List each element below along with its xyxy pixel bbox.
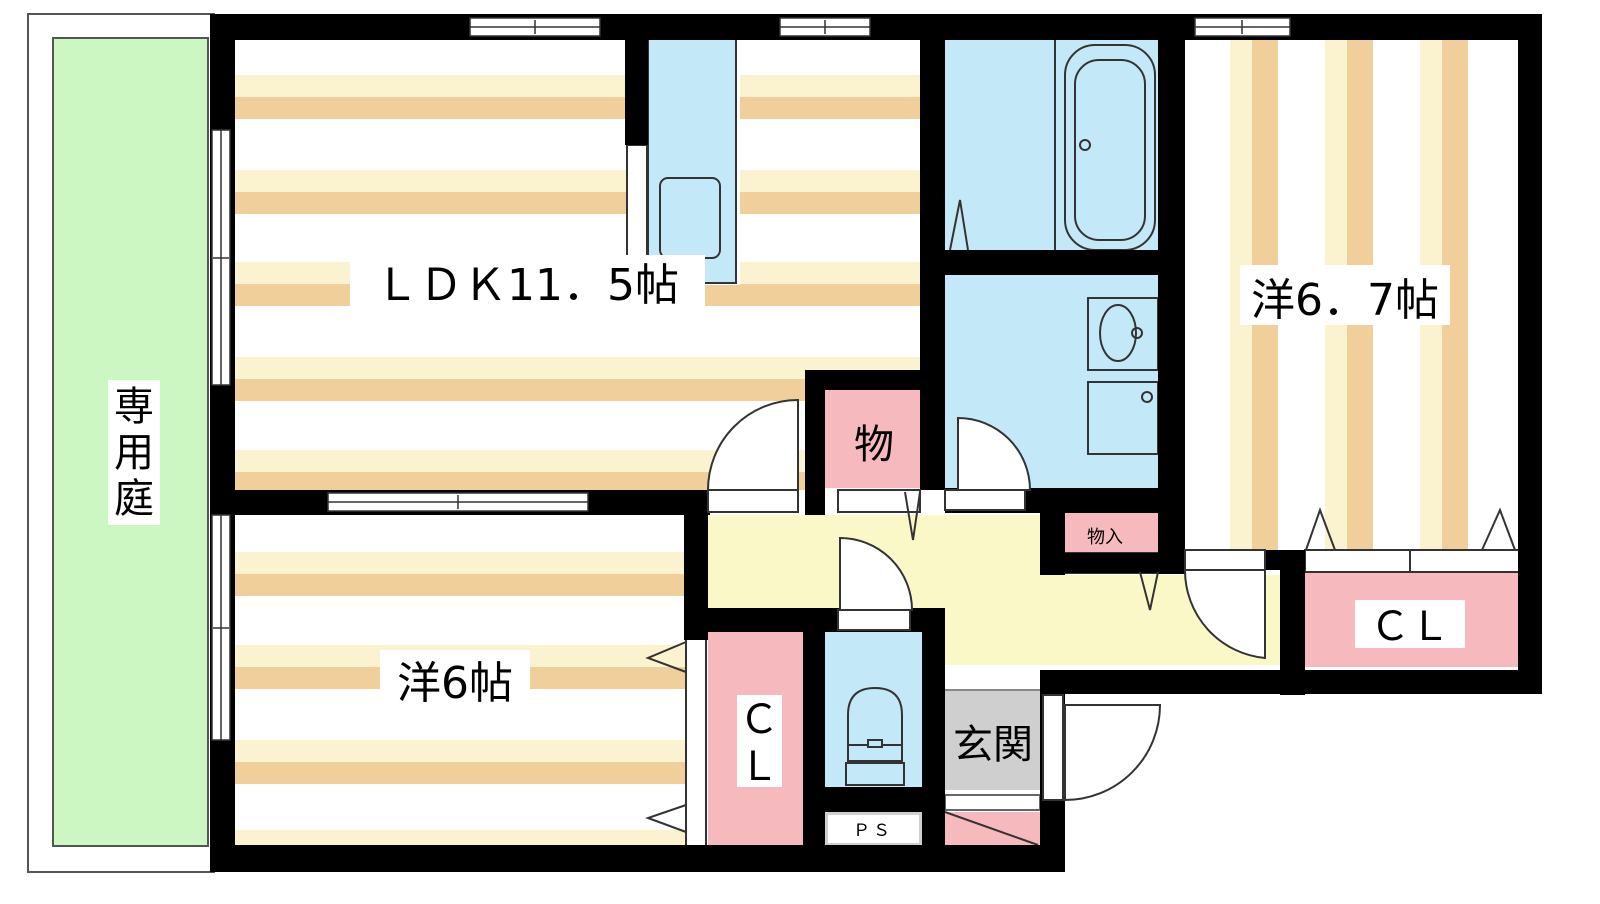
western-south-label: 洋6帖 xyxy=(397,658,513,709)
entrance-area xyxy=(945,690,1040,790)
toilet-tank xyxy=(845,762,905,786)
storage-mono-label: 物 xyxy=(854,422,894,468)
garden-label-2: 用 xyxy=(114,430,154,476)
closet-south-doors xyxy=(685,631,707,848)
bathtub xyxy=(1064,44,1156,251)
pipe-space-label: ＰＳ xyxy=(853,821,893,841)
closet-east-doors xyxy=(1304,549,1521,573)
ldk-label-bg xyxy=(350,255,705,310)
ldk-label: ＬＤＫ11．5帖 xyxy=(375,260,679,311)
western-east-label: 洋6．7帖 xyxy=(1251,275,1439,326)
room-labels: ＬＤＫ11．5帖 洋6．7帖 洋6帖 物 物入 ＣＬ Ｃ Ｌ 玄関 ＰＳ 専 用… xyxy=(108,255,1465,843)
toilet-room xyxy=(825,632,922,787)
western-east-label-bg xyxy=(1240,265,1450,325)
garden-label-3: 庭 xyxy=(114,476,154,522)
closet-south-label-bottom: Ｌ xyxy=(739,744,779,790)
storage-mono-area xyxy=(825,390,923,488)
shoe-shelf xyxy=(944,794,1041,811)
toilet-bowl xyxy=(847,686,903,746)
storage-monoire-area xyxy=(1065,513,1160,553)
kitchen-sink xyxy=(659,177,721,259)
western-south-label-bg xyxy=(380,650,530,708)
closet-east-label-bg xyxy=(1355,600,1465,648)
garden-label-1: 専 xyxy=(114,384,154,430)
garden-label-bg xyxy=(108,380,160,525)
windows xyxy=(211,17,1291,741)
storage-monoire-label: 物入 xyxy=(1087,527,1123,548)
entrance-label: 玄関 xyxy=(953,722,1033,768)
bathroom xyxy=(945,38,1160,273)
closet-east-label: ＣＬ xyxy=(1370,604,1450,650)
pipe-space-label-bg xyxy=(828,815,919,843)
closet-south-label-bg xyxy=(737,695,782,787)
closet-south-label-top: Ｃ xyxy=(739,697,779,743)
doors xyxy=(706,398,1266,802)
